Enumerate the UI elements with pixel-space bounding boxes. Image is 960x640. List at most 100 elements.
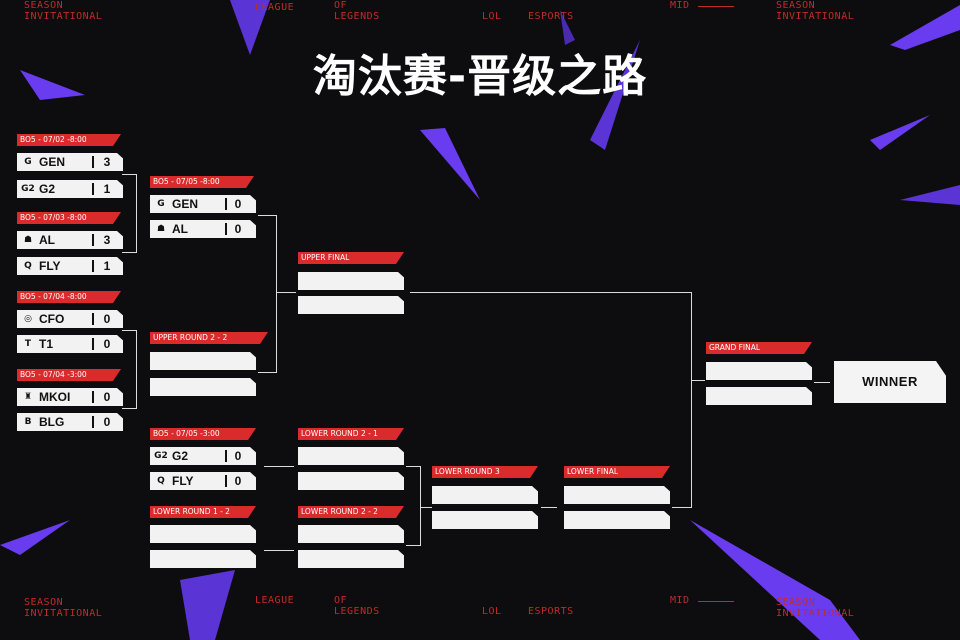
team-slot-empty[interactable] xyxy=(298,525,404,543)
team-slot-al[interactable]: ☗ AL 3 xyxy=(17,231,123,249)
g2-logo-icon: G2 xyxy=(21,184,35,194)
team-slot-empty[interactable] xyxy=(298,472,404,490)
team-name: BLG xyxy=(39,415,65,429)
match-header: LOWER ROUND 3 xyxy=(432,466,538,478)
deco-lol-top: LOL xyxy=(482,11,502,22)
t1-logo-icon: T xyxy=(24,339,32,349)
connector xyxy=(122,252,136,253)
al-logo-icon: ☗ xyxy=(23,235,33,245)
score-divider xyxy=(92,391,94,403)
team-slot-empty[interactable] xyxy=(150,550,256,568)
connector xyxy=(136,330,137,409)
connector xyxy=(420,466,421,546)
team-score: 1 xyxy=(103,259,111,273)
team-slot-empty[interactable] xyxy=(432,486,538,504)
team-slot-empty[interactable] xyxy=(150,352,256,370)
connector xyxy=(406,545,420,546)
connector xyxy=(136,174,137,253)
team-name: G2 xyxy=(39,182,56,196)
team-name: FLY xyxy=(39,259,61,273)
team-score: 0 xyxy=(103,415,111,429)
team-slot-blg[interactable]: B BLG 0 xyxy=(17,413,123,431)
deco-esports-bottom: ESPORTS xyxy=(528,606,574,617)
team-slot-empty[interactable] xyxy=(150,525,256,543)
mkoi-logo-icon: ♜ xyxy=(23,392,33,402)
team-name: CFO xyxy=(39,312,65,326)
team-score: 0 xyxy=(103,390,111,404)
connector xyxy=(264,550,294,551)
score-divider xyxy=(92,156,94,168)
team-slot-cfo[interactable]: ◎ CFO 0 xyxy=(17,310,123,328)
score-divider xyxy=(225,223,227,235)
team-slot-empty[interactable] xyxy=(298,296,404,314)
connector xyxy=(410,292,692,293)
match-header: GRAND FINAL xyxy=(706,342,812,354)
score-divider xyxy=(92,416,94,428)
deco-league-bottom: LEAGUE xyxy=(255,595,295,606)
match-header: LOWER ROUND 1 - 2 xyxy=(150,506,256,518)
team-name: G2 xyxy=(172,449,189,463)
connector xyxy=(691,380,705,381)
team-name: AL xyxy=(39,233,55,247)
team-name: FLY xyxy=(172,474,194,488)
connector xyxy=(276,292,296,293)
team-slot-empty[interactable] xyxy=(706,362,812,380)
team-slot-empty[interactable] xyxy=(706,387,812,405)
page-title: 淘汰赛-晋级之路 xyxy=(312,51,648,102)
team-slot-fly[interactable]: Q FLY 0 xyxy=(150,472,256,490)
connector xyxy=(672,507,692,508)
al-logo-icon: ☗ xyxy=(156,224,166,234)
team-slot-empty[interactable] xyxy=(150,378,256,396)
match-header: BO5 - 07/04 -8:00 xyxy=(17,291,121,303)
blg-logo-icon: B xyxy=(24,417,32,427)
team-slot-gen[interactable]: G GEN 3 xyxy=(17,153,123,171)
fly-logo-icon: Q xyxy=(157,476,165,486)
team-score: 0 xyxy=(234,197,242,211)
score-divider xyxy=(92,260,94,272)
team-score: 0 xyxy=(103,312,111,326)
connector xyxy=(691,292,692,508)
gen-logo-icon: G xyxy=(24,157,32,167)
team-score: 0 xyxy=(234,222,242,236)
team-slot-empty[interactable] xyxy=(298,447,404,465)
team-score: 3 xyxy=(103,233,111,247)
deco-line-bottom xyxy=(698,601,734,602)
team-slot-fly[interactable]: Q FLY 1 xyxy=(17,257,123,275)
team-name: GEN xyxy=(39,155,66,169)
team-score: 3 xyxy=(103,155,111,169)
team-slot-empty[interactable] xyxy=(564,486,670,504)
match-header: BO5 - 07/05 -3:00 xyxy=(150,428,256,440)
score-divider xyxy=(92,183,94,195)
match-header: LOWER ROUND 2 - 1 xyxy=(298,428,404,440)
team-score: 0 xyxy=(234,449,242,463)
connector xyxy=(122,408,136,409)
cfo-logo-icon: ◎ xyxy=(24,314,32,324)
team-slot-empty[interactable] xyxy=(298,272,404,290)
connector xyxy=(258,215,276,216)
team-slot-empty[interactable] xyxy=(432,511,538,529)
match-header: BO5 - 07/03 -8:00 xyxy=(17,212,121,224)
connector xyxy=(814,382,830,383)
team-score: 0 xyxy=(234,474,242,488)
match-header: UPPER FINAL xyxy=(298,252,404,264)
fly-logo-icon: Q xyxy=(24,261,32,271)
connector xyxy=(122,330,136,331)
deco-mid-bottom: MID xyxy=(670,595,690,606)
winner-box: WINNER xyxy=(834,361,946,403)
team-slot-empty[interactable] xyxy=(564,511,670,529)
team-slot-empty[interactable] xyxy=(298,550,404,568)
